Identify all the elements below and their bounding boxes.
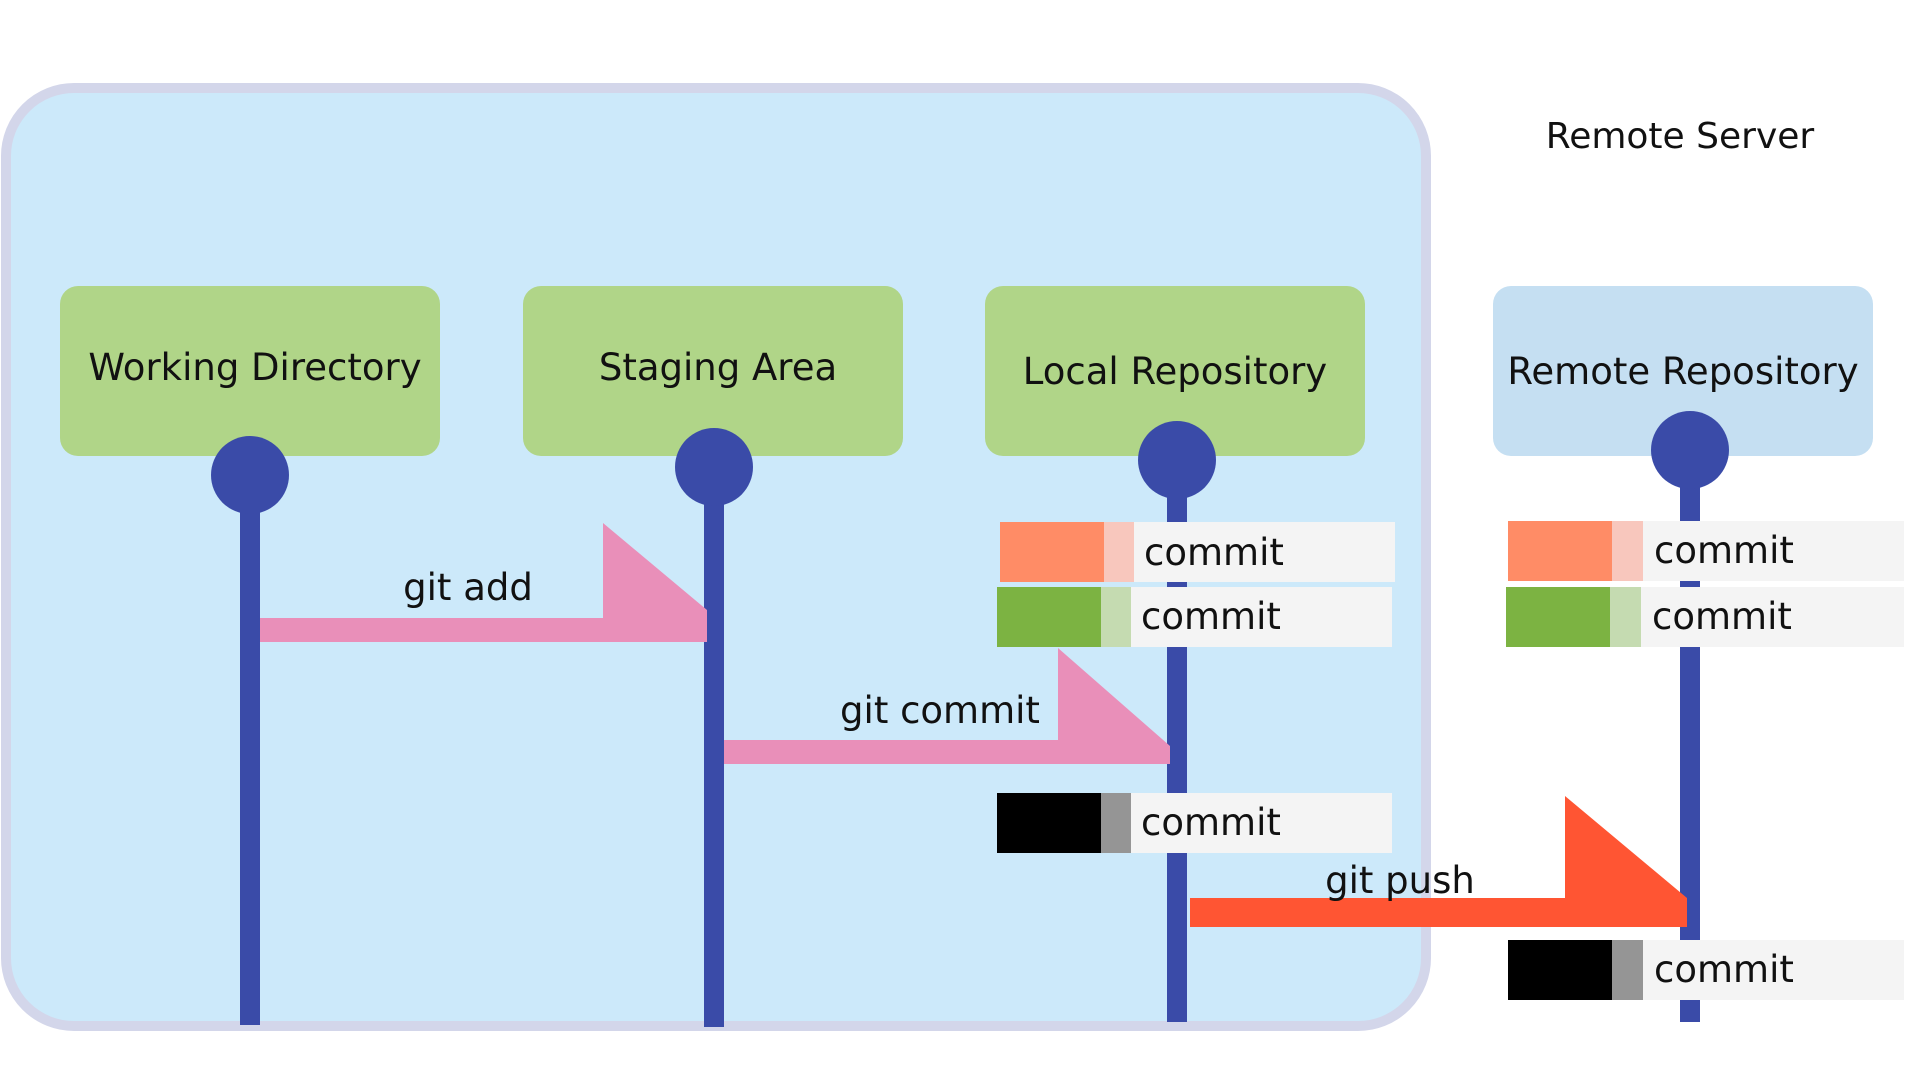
stage-remote-repository: Remote Repository [1493,286,1873,456]
remote-commit-black: commit [1508,940,1904,1000]
timeline-staging-area [704,467,724,1027]
remote-commit-orange-label: commit [1654,529,1794,572]
timeline-node-remote-repository [1651,411,1729,489]
timeline-node-working-directory [211,436,289,514]
stage-staging-area-label: Staging Area [599,346,837,389]
stage-local-repository: Local Repository [985,286,1365,456]
stage-working-directory-label: Working Directory [88,346,421,389]
git-commit-arrow: git commit [724,648,1170,764]
remote-commit-green: commit [1506,587,1904,647]
local-commit-black: commit [997,793,1392,853]
timeline-node-staging-area [675,428,753,506]
git-push-arrow: git push [1190,796,1687,927]
git-add-label: git add [403,566,533,609]
stage-staging-area: Staging Area [523,286,903,456]
git-commit-label: git commit [840,689,1040,732]
remote-commit-green-label: commit [1652,595,1792,638]
timeline-node-local-repository [1138,421,1216,499]
git-add-arrow: git add [260,523,707,642]
stage-remote-repository-label: Remote Repository [1507,350,1858,393]
timeline-working-directory [240,475,260,1025]
stage-working-directory: Working Directory [60,286,440,456]
stage-local-repository-label: Local Repository [1023,350,1327,393]
remote-server-label: Remote Server [1546,116,1815,157]
git-push-label: git push [1325,859,1475,902]
local-commit-green-label: commit [1141,595,1281,638]
local-commit-black-label: commit [1141,801,1281,844]
local-commit-orange-label: commit [1144,531,1284,574]
local-commit-orange: commit [1000,522,1395,582]
remote-commit-black-label: commit [1654,948,1794,991]
remote-commit-orange: commit [1508,521,1904,581]
local-commit-green: commit [997,587,1392,647]
